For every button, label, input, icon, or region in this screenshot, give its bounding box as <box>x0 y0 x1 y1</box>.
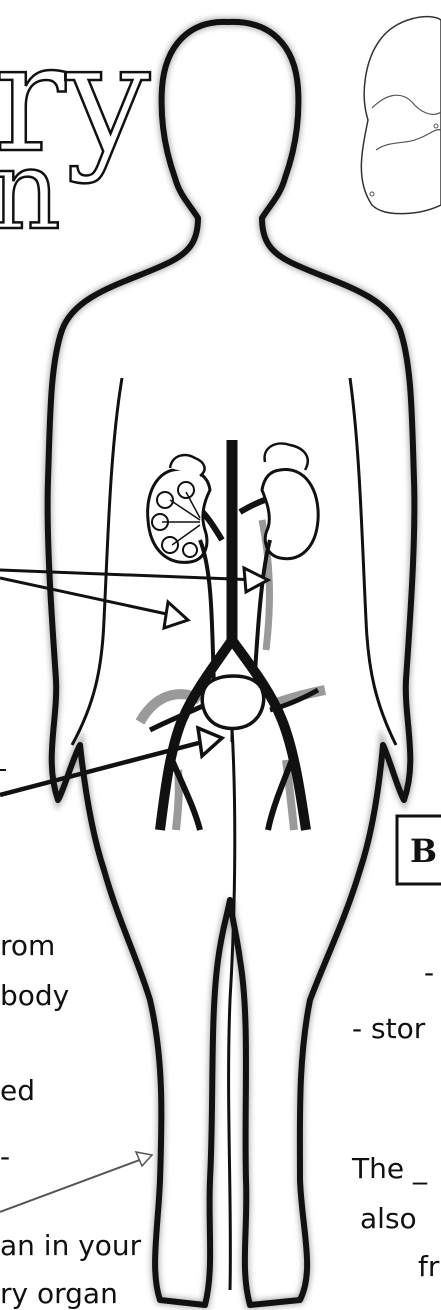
left-text-line-4: - <box>0 1140 10 1173</box>
leg-divider-line <box>229 728 235 1290</box>
title-line-2: n <box>0 126 61 254</box>
arrow-to-kidney <box>0 570 258 580</box>
arrow-to-urethra <box>0 1158 145 1212</box>
left-arm-inner-line <box>72 378 122 745</box>
left-text-line-6: ry organ <box>0 1277 118 1310</box>
left-text-line-1: rom <box>0 929 55 962</box>
label-box: B <box>397 816 441 884</box>
body-outline <box>48 22 415 1305</box>
right-text-block: - - stor The _ also fr <box>351 956 440 1283</box>
left-text-line-5: an in your <box>0 1229 142 1262</box>
left-text-line-3: ed <box>0 1074 35 1107</box>
arrow-to-ureter <box>0 578 176 616</box>
right-text-line-4: also <box>360 1202 417 1235</box>
body-outline-shadow <box>48 22 415 1305</box>
right-text-line-1: - <box>424 956 434 989</box>
left-text-line-2: body <box>0 979 69 1012</box>
right-text-line-3: The _ <box>351 1152 428 1185</box>
label-box-text: B <box>410 832 437 870</box>
right-arm-inner-line <box>350 378 396 745</box>
right-text-line-2: - stor <box>352 1012 426 1045</box>
left-text-block: rom body ed - an in your ry organ <box>0 929 142 1310</box>
right-text-line-5: fr <box>418 1250 440 1283</box>
corner-organ-illustration <box>361 17 441 214</box>
